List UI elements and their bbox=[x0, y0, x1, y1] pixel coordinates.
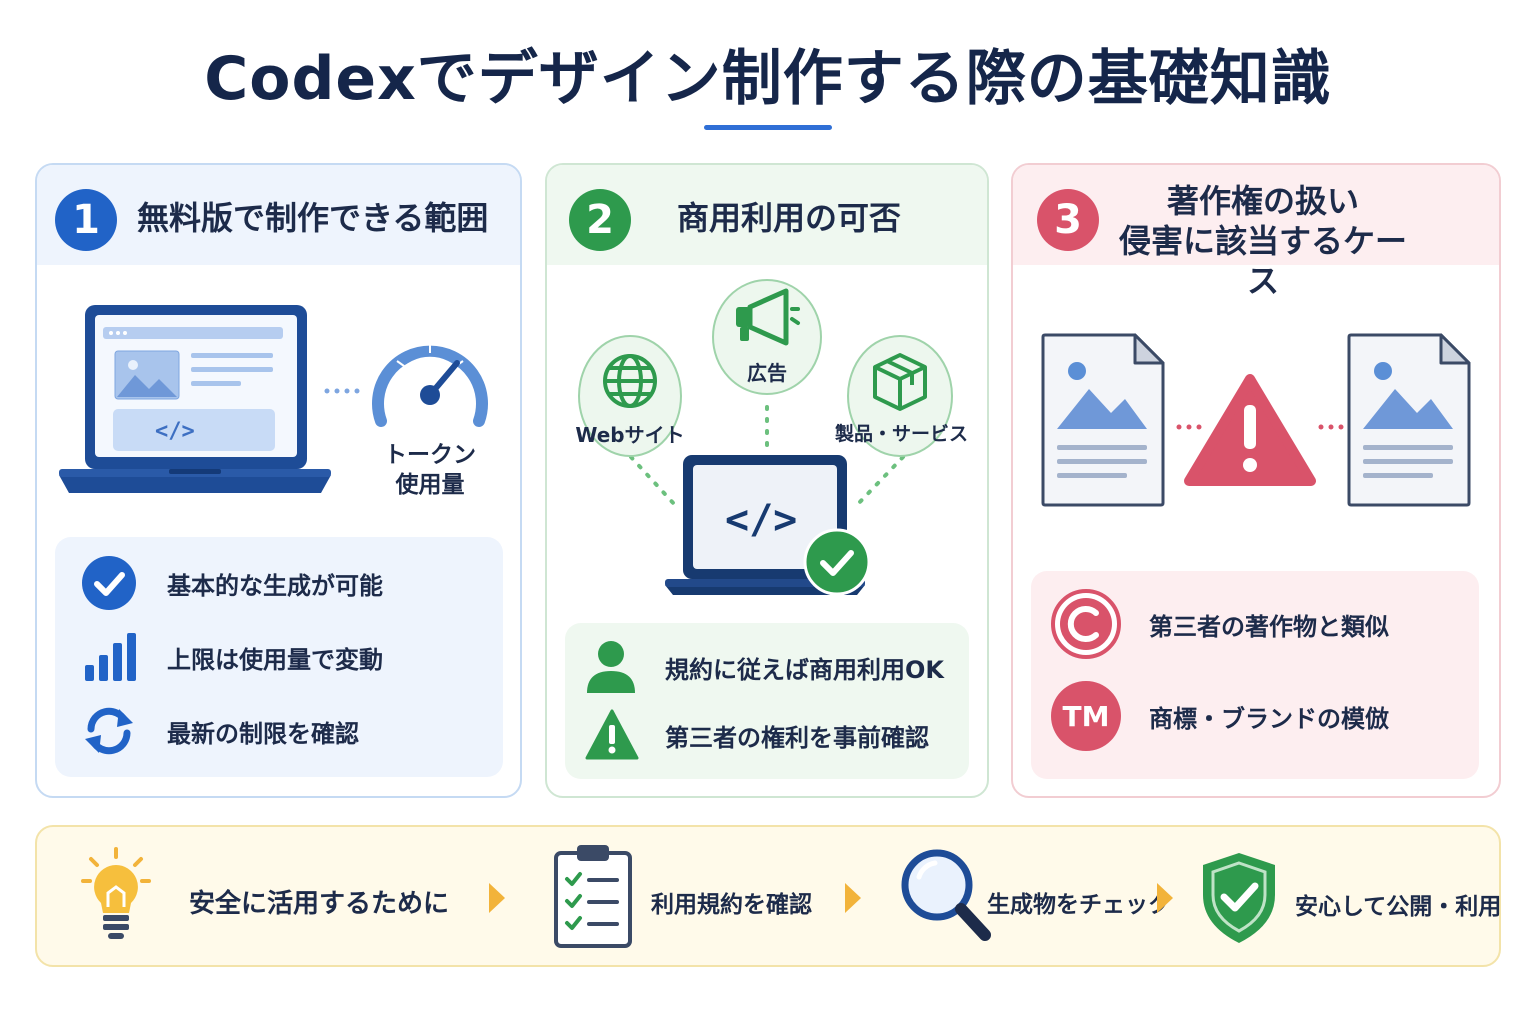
box-icon bbox=[847, 335, 953, 457]
laptop-illustration: </> bbox=[665, 455, 865, 595]
section-number-badge: 2 bbox=[569, 189, 631, 251]
step-label: 利用規約を確認 bbox=[651, 892, 812, 918]
section-title: 著作権の扱い 侵害に該当するケース bbox=[1113, 181, 1413, 301]
step-label: 生成物をチェック bbox=[987, 892, 1171, 918]
chevron-right-icon bbox=[1157, 883, 1173, 913]
page-title: Codexでデザイン制作する際の基礎知識 bbox=[204, 44, 1332, 114]
section-title-line: 著作権の扱い bbox=[1166, 182, 1359, 220]
warning-icon bbox=[585, 709, 639, 760]
shield-check-icon bbox=[1203, 853, 1275, 943]
list-item-label: 第三者の権利を事前確認 bbox=[665, 723, 929, 752]
list-item: 基本的な生成が可能 bbox=[81, 555, 383, 611]
bar-chart-icon bbox=[85, 633, 136, 681]
list-item: 規約に従えば商用利用OK bbox=[585, 639, 944, 695]
list-item: 第三者の著作物と類似 bbox=[1051, 589, 1389, 659]
connector-dots bbox=[1176, 424, 1344, 430]
section-number-badge: 3 bbox=[1037, 189, 1099, 251]
step-label: 安全に活用するために bbox=[189, 889, 450, 919]
list-item: 上限は使用量で変動 bbox=[81, 629, 383, 685]
document-icon bbox=[1041, 333, 1165, 507]
connector-dots bbox=[324, 388, 360, 394]
section-number-badge: 1 bbox=[55, 189, 117, 251]
chevron-right-icon bbox=[845, 883, 861, 913]
person-icon bbox=[587, 641, 635, 693]
gauge-label: トークン 使用量 bbox=[384, 442, 476, 498]
section-card-2: 2 商用利用の可否 Webサイト 広告 bbox=[545, 163, 989, 798]
warning-icon bbox=[1184, 374, 1316, 486]
magnifier-icon bbox=[901, 849, 991, 941]
megaphone-icon bbox=[712, 279, 822, 395]
section-title-line: 侵害に該当するケース bbox=[1118, 222, 1407, 300]
list-item: 第三者の権利を事前確認 bbox=[585, 709, 929, 761]
code-symbol: </> bbox=[725, 497, 797, 543]
list-item: 最新の制限を確認 bbox=[81, 703, 359, 759]
chevron-right-icon bbox=[489, 883, 505, 913]
use-label: Webサイト bbox=[575, 423, 685, 447]
list-item-label: 最新の制限を確認 bbox=[167, 719, 359, 748]
section-title: 無料版で制作できる範囲 bbox=[137, 199, 489, 237]
section-header bbox=[37, 165, 520, 265]
globe-icon bbox=[578, 335, 682, 457]
list-item-label: 規約に従えば商用利用OK bbox=[665, 655, 944, 684]
step-label: 安心して公開・利用 bbox=[1295, 894, 1502, 920]
use-label: 製品・サービス bbox=[835, 423, 969, 445]
lightbulb-icon bbox=[81, 847, 151, 939]
trademark-icon: TM bbox=[1051, 681, 1121, 751]
list-item-label: 商標・ブランドの模倣 bbox=[1149, 704, 1389, 733]
document-icon bbox=[1347, 333, 1471, 507]
code-symbol: </> bbox=[155, 419, 195, 444]
clipboard-icon bbox=[554, 845, 632, 948]
copyright-icon bbox=[1051, 589, 1121, 659]
gauge-icon bbox=[372, 345, 488, 427]
list-item-label: 第三者の著作物と類似 bbox=[1149, 612, 1389, 641]
use-label: 広告 bbox=[747, 361, 787, 385]
steps-bar: 安全に活用するために 利用規約を確認 生成物をチェック 安心して公開・利用 bbox=[35, 825, 1501, 967]
section-card-1: 1 無料版で制作できる範囲 </> トークン 使用量 bbox=[35, 163, 522, 798]
connector-dots bbox=[629, 405, 905, 507]
list-item-label: 基本的な生成が可能 bbox=[167, 571, 383, 600]
check-circle-icon bbox=[803, 528, 871, 596]
list-item: TM 商標・ブランドの模倣 bbox=[1051, 681, 1389, 751]
check-circle-icon bbox=[82, 556, 136, 610]
laptop-illustration: </> bbox=[59, 305, 331, 493]
section-title: 商用利用の可否 bbox=[677, 199, 902, 237]
section-card-3: 3 著作権の扱い 侵害に該当するケース bbox=[1011, 163, 1501, 798]
refresh-icon bbox=[85, 707, 133, 755]
title-underline bbox=[704, 125, 832, 130]
list-item-label: 上限は使用量で変動 bbox=[167, 645, 383, 674]
